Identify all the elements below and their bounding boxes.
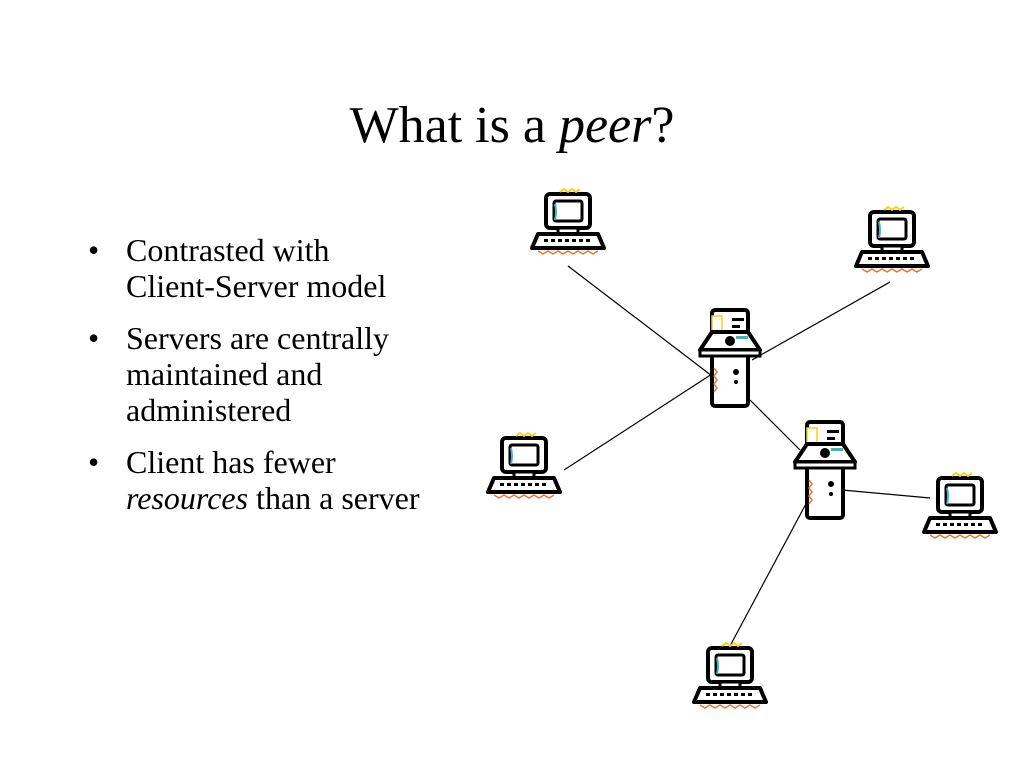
bullet-line: administered — [126, 392, 292, 428]
bullet-line: resources than a server — [126, 480, 506, 516]
link-line — [751, 281, 891, 361]
link-line — [841, 489, 931, 499]
computer-icon — [692, 641, 768, 710]
bullet-item: Client has fewer resources than a server — [86, 444, 506, 516]
link-line — [749, 399, 801, 451]
title-suffix: ? — [651, 97, 675, 154]
bullet-list: Contrasted with Client-Server model Serv… — [86, 232, 506, 532]
bullet-line: maintained and — [126, 356, 323, 392]
title-prefix: What is a — [349, 97, 559, 154]
link-line — [567, 265, 713, 377]
bullet-line: Client has fewer — [126, 444, 336, 480]
link-line — [563, 373, 713, 471]
computer-icon — [922, 471, 998, 540]
bullet-item: Contrasted with Client-Server model — [86, 232, 506, 304]
slide-title: What is a peer? — [0, 100, 1024, 152]
bullet-item: Servers are centrally maintained and adm… — [86, 320, 506, 428]
bullet-text: than a server — [248, 480, 420, 516]
bullet-line: Servers are centrally — [126, 320, 389, 356]
bullet-line: Client-Server model — [126, 268, 387, 304]
bullet-emphasis: resources — [126, 480, 249, 516]
link-line — [729, 499, 809, 647]
bullet-line: Contrasted with — [126, 232, 330, 268]
computer-icon — [854, 205, 930, 274]
computer-icon — [530, 187, 606, 256]
computer-icon — [486, 431, 562, 500]
server-icon — [793, 420, 857, 520]
title-emphasis: peer — [558, 97, 652, 154]
server-icon — [698, 308, 762, 408]
